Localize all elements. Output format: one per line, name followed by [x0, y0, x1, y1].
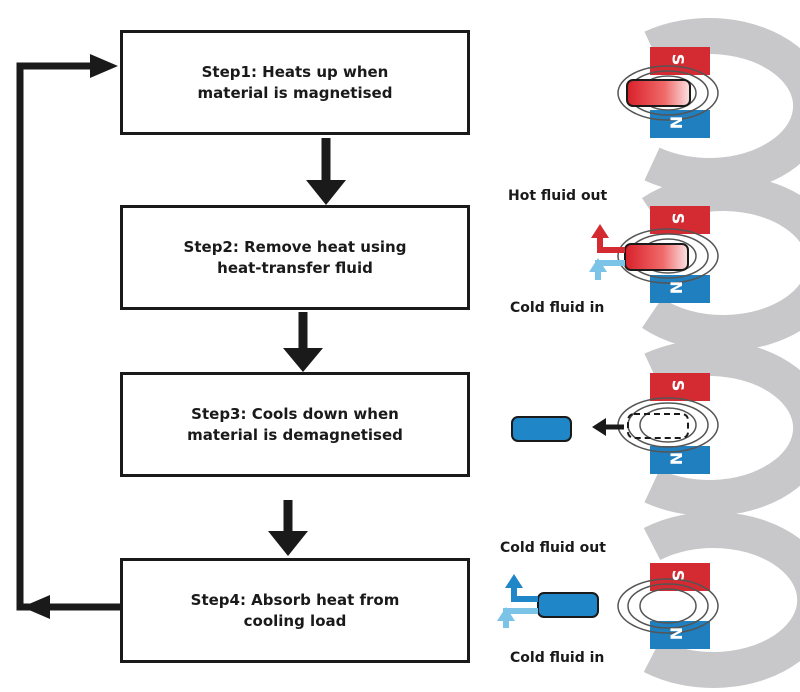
step1-line2: material is magnetised: [197, 83, 393, 102]
pole-label-s-3: S: [668, 379, 688, 392]
step3-box: Step3: Cools down when material is demag…: [120, 372, 470, 477]
magnet-step1: [617, 18, 800, 194]
pole-label-n-3: N: [667, 451, 687, 466]
step4-line1: Step4: Absorb heat from: [190, 590, 400, 609]
pole-label-n-4: N: [667, 626, 687, 641]
south-pole: [650, 47, 710, 75]
arrow-step1-to-step2: [306, 138, 346, 205]
magnetocaloric-material-hot: [626, 79, 691, 107]
magnet-step4: [497, 512, 800, 688]
north-pole: [650, 621, 710, 649]
cold-fluid-out-arrow: [505, 574, 538, 602]
magnetocaloric-material-cold: [537, 592, 599, 618]
step2-box: Step2: Remove heat using heat-transfer f…: [120, 205, 470, 310]
cold-fluid-in-arrow: [589, 258, 625, 280]
south-pole: [650, 563, 710, 591]
step1-line1: Step1: Heats up when: [201, 62, 389, 81]
step2-line1: Step2: Remove heat using: [183, 237, 407, 256]
hot-fluid-out-label: Hot fluid out: [508, 188, 608, 204]
pole-label-s-1: S: [668, 53, 688, 66]
magnetocaloric-material-cold: [511, 416, 572, 442]
cold-fluid-in-arrow: [497, 607, 538, 628]
arrow-step2-to-step3: [283, 312, 323, 372]
magnet-step2: [589, 175, 800, 351]
step1-box: Step1: Heats up when material is magneti…: [120, 30, 470, 135]
north-pole: [650, 275, 710, 303]
material-outline-dashed: [627, 413, 689, 439]
step4-line2: cooling load: [243, 611, 347, 630]
cold-fluid-out-label: Cold fluid out: [500, 540, 606, 556]
step3-line1: Step3: Cools down when: [191, 404, 399, 423]
cold-fluid-in-label-step2: Cold fluid in: [510, 300, 605, 316]
remove-material-arrow: [592, 418, 624, 436]
hot-fluid-out-arrow: [591, 224, 625, 253]
magnet-step3: [511, 340, 800, 516]
arrow-step3-to-step4: [268, 500, 308, 556]
magnetocaloric-material-hot: [624, 243, 689, 271]
loop-arrow-step4-to-step1: [16, 54, 120, 619]
step3-line2: material is demagnetised: [187, 425, 403, 444]
pole-label-s-4: S: [668, 569, 688, 582]
south-pole: [650, 373, 710, 401]
step2-line2: heat-transfer fluid: [217, 258, 373, 277]
pole-label-s-2: S: [668, 212, 688, 225]
pole-label-n-2: N: [667, 280, 687, 295]
pole-label-n-1: N: [667, 115, 687, 130]
cold-fluid-in-label-step4: Cold fluid in: [510, 650, 605, 666]
step4-box: Step4: Absorb heat from cooling load: [120, 558, 470, 663]
